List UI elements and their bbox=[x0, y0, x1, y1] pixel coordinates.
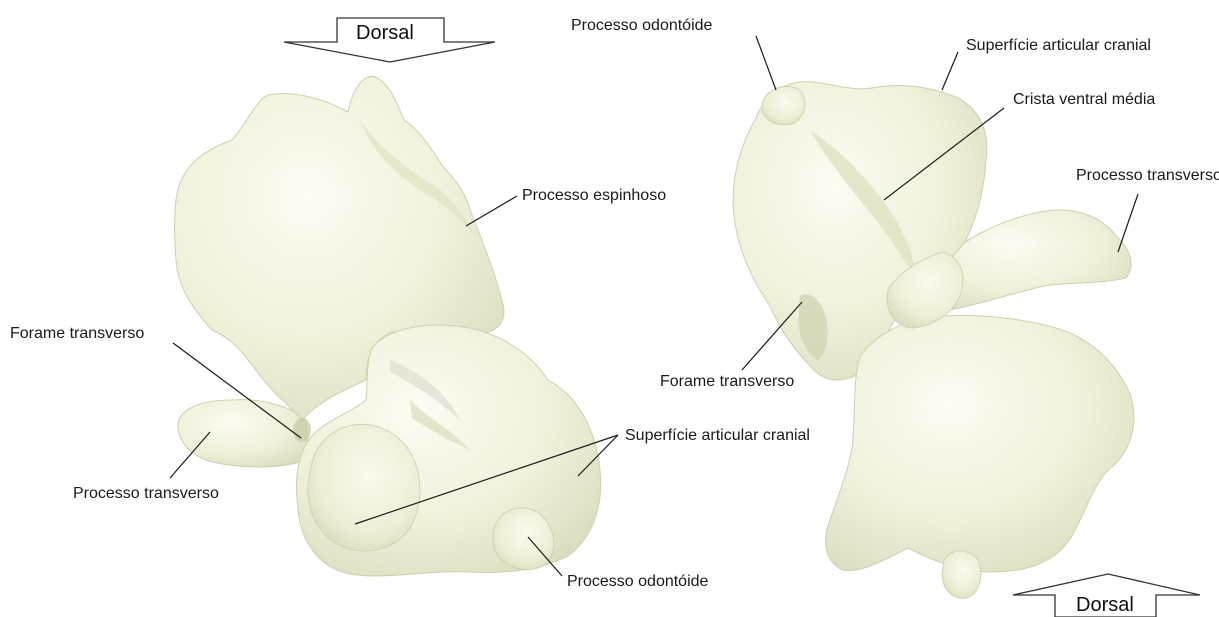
label-left-processo-odontoide: Processo odontóide bbox=[567, 573, 708, 591]
label-left-superficie-articular-cranial: Superfície articular cranial bbox=[625, 427, 810, 445]
left-vertebra bbox=[175, 76, 601, 576]
leader-left-processo-espinhoso bbox=[466, 196, 517, 226]
label-right-crista-ventral-media: Crista ventral média bbox=[1013, 91, 1155, 109]
left-transverse-process-shape bbox=[178, 400, 310, 467]
label-left-processo-espinhoso: Processo espinhoso bbox=[522, 187, 666, 205]
right-odontoid-tip-shape bbox=[762, 86, 805, 124]
leader-right-superficie-articular bbox=[942, 52, 958, 90]
leader-right-processo-transverso bbox=[1118, 194, 1138, 252]
label-right-superficie-articular-cranial: Superfície articular cranial bbox=[966, 37, 1151, 55]
label-left-forame-transverso: Forame transverso bbox=[10, 325, 144, 343]
label-right-forame-transverso: Forame transverso bbox=[660, 373, 794, 391]
label-right-processo-transverso: Processo transverso bbox=[1076, 167, 1219, 185]
dorsal-label-left: Dorsal bbox=[356, 22, 414, 45]
leader-right-processo-odontoide bbox=[756, 36, 776, 90]
dorsal-label-right: Dorsal bbox=[1076, 594, 1134, 617]
label-right-processo-odontoide: Processo odontóide bbox=[571, 17, 712, 35]
right-caudal-part-shape bbox=[826, 316, 1134, 573]
right-vertebra bbox=[733, 82, 1134, 598]
left-articular-surface-shape bbox=[308, 424, 420, 551]
label-left-processo-transverso: Processo transverso bbox=[73, 485, 219, 503]
